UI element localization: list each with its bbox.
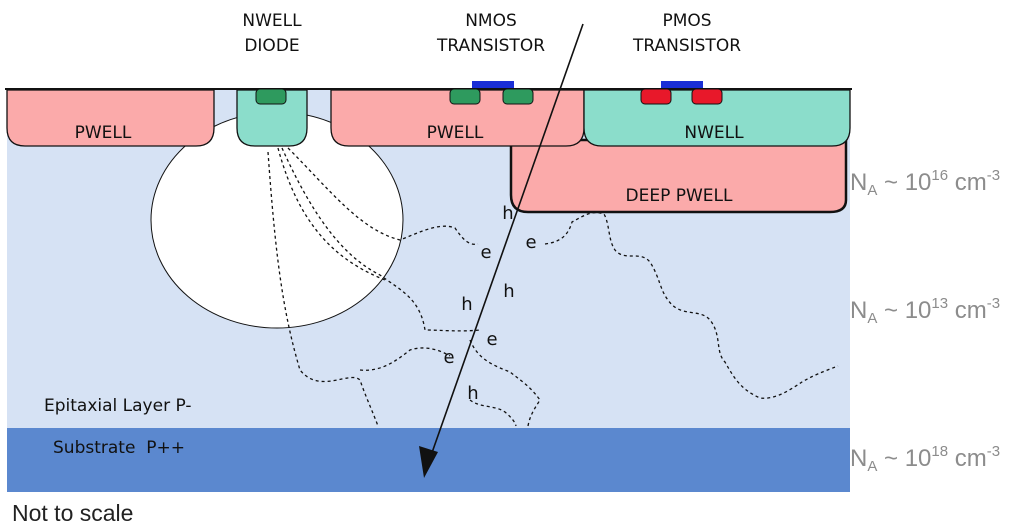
nmos-label-line1: NMOS <box>465 11 517 31</box>
pmos-source-diffusion <box>640 88 672 105</box>
nwell-label: NWELL <box>684 123 744 143</box>
carrier-hole-4: h <box>467 383 478 404</box>
doping-label-substrate: NA ~ 1018 cm-3 <box>850 443 1000 475</box>
pmos-label-line1: PMOS <box>662 11 711 31</box>
pmos-label-line2: TRANSISTOR <box>632 36 741 56</box>
pmos-gate <box>661 81 703 88</box>
carrier-electron-4: e <box>443 347 454 368</box>
carrier-path-4 <box>267 151 379 427</box>
carrier-diffusion-paths <box>267 147 839 427</box>
carrier-path-7 <box>469 399 517 427</box>
pwell-mid-label: PWELL <box>427 123 484 143</box>
deep-pwell-region <box>509 138 848 214</box>
nwell-diode-region <box>236 89 308 147</box>
nwell-diode-label-line2: DIODE <box>244 36 299 56</box>
pwell-left-label: PWELL <box>75 123 132 143</box>
substrate-label: Substrate P++ <box>53 438 185 458</box>
nwell-diode-label-line1: NWELL <box>242 11 302 31</box>
particle-track <box>419 23 584 478</box>
doping-label-deep: NA ~ 1016 cm-3 <box>850 167 1000 199</box>
nmos-gate <box>472 81 514 88</box>
epitaxial-layer-label: Epitaxial Layer P- <box>44 396 191 416</box>
carrier-path-8 <box>544 211 839 399</box>
carrier-hole-3: h <box>461 294 472 315</box>
carrier-hole-1: h <box>502 203 513 224</box>
pmos-drain-diffusion <box>691 88 723 105</box>
nmos-label-line2: TRANSISTOR <box>436 36 545 56</box>
not-to-scale-note: Not to scale <box>12 500 133 526</box>
pwell-left-region <box>6 89 215 147</box>
diode-n-diffusion <box>255 88 287 105</box>
carrier-electron-1: e <box>480 242 491 263</box>
carrier-electron-3: e <box>486 329 497 350</box>
carrier-path-5 <box>359 347 451 371</box>
deep-pwell-label: DEEP PWELL <box>626 186 734 206</box>
doping-label-epitaxial: NA ~ 1013 cm-3 <box>850 295 1000 327</box>
nmos-source-diffusion <box>449 88 481 105</box>
carrier-electron-2: e <box>525 232 536 253</box>
carrier-hole-2: h <box>503 281 514 302</box>
carrier-path-6 <box>469 339 541 427</box>
particle-track-line <box>427 23 584 465</box>
particle-track-arrowhead <box>419 446 438 478</box>
carrier-path-1 <box>287 147 479 245</box>
nmos-drain-diffusion <box>502 88 534 105</box>
